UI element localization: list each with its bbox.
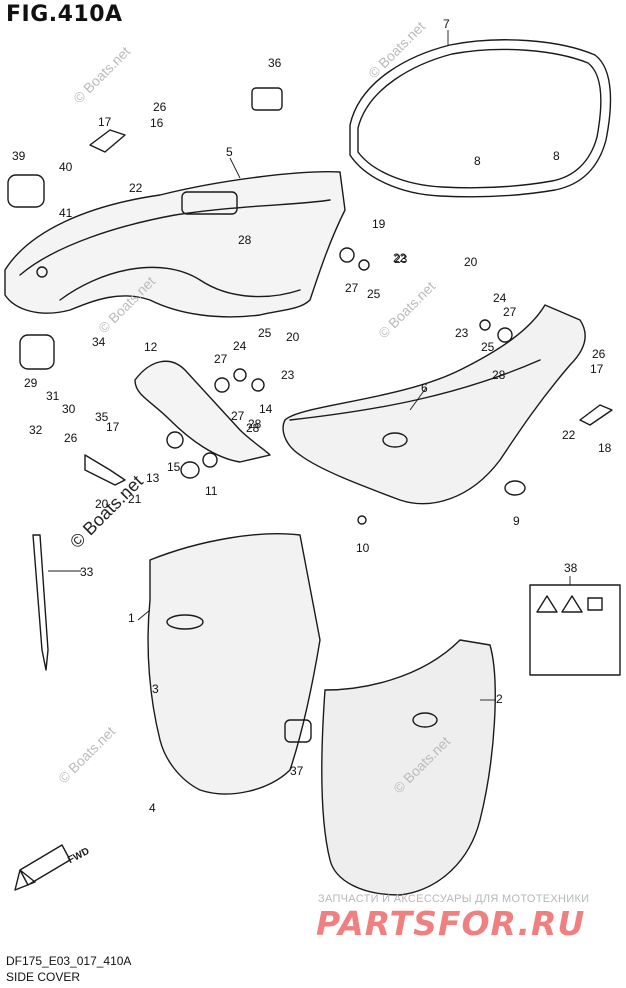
part-callout-23: 23 xyxy=(394,252,408,266)
part-callout-17: 17 xyxy=(98,115,112,129)
part-callout-29: 29 xyxy=(24,376,38,390)
part-callout-2: 2 xyxy=(496,692,503,706)
part-callout-37: 37 xyxy=(290,764,304,778)
part-callout-19: 19 xyxy=(372,217,386,231)
warning-label-part xyxy=(529,584,621,676)
part-callout-23: 23 xyxy=(281,368,295,382)
part-callout-17: 17 xyxy=(590,362,604,376)
part-callout-26: 26 xyxy=(592,347,606,361)
brand-tagline: ЗАПЧАСТИ И АКСЕССУАРЫ ДЛЯ МОТОТЕХНИКИ xyxy=(318,893,590,905)
lower-bracket-part xyxy=(134,360,271,463)
brand-name: PARTSFOR.RU xyxy=(316,904,586,943)
part-callout-5: 5 xyxy=(226,145,233,159)
part-callout-41: 41 xyxy=(59,206,73,220)
part-callout-10: 10 xyxy=(356,541,370,555)
part-callout-24: 24 xyxy=(233,339,247,353)
part-callout-27: 27 xyxy=(503,305,517,319)
part-callout-27: 27 xyxy=(231,409,245,423)
part-callout-38: 38 xyxy=(564,561,578,575)
part-callout-27: 27 xyxy=(345,281,359,295)
part-callout-20: 20 xyxy=(286,330,300,344)
part-callout-17: 17 xyxy=(106,420,120,434)
figure-code: DF175_E03_017_410A xyxy=(6,954,132,968)
part-callout-26: 26 xyxy=(153,100,167,114)
part-callout-1: 1 xyxy=(128,611,135,625)
part-callout-27: 27 xyxy=(214,352,228,366)
part-callout-12: 12 xyxy=(144,340,158,354)
part-callout-34: 34 xyxy=(92,335,106,349)
part-callout-11: 11 xyxy=(205,484,218,498)
part-callout-3: 3 xyxy=(152,682,159,696)
part-callout-22: 22 xyxy=(393,251,407,265)
part-callout-30: 30 xyxy=(62,402,76,416)
part-callout-8: 8 xyxy=(553,149,560,163)
part-callout-25: 25 xyxy=(481,340,495,354)
part-callout-6: 6 xyxy=(421,381,428,395)
part-callout-7: 7 xyxy=(443,17,450,31)
rear-upper-cover-part xyxy=(4,171,346,318)
part-callout-28: 28 xyxy=(248,417,262,431)
part-callout-4: 4 xyxy=(149,801,156,815)
part-callout-33: 33 xyxy=(80,565,94,579)
cable-tie-part xyxy=(32,534,49,671)
part-callout-24: 24 xyxy=(493,291,507,305)
part-callout-25: 25 xyxy=(258,326,272,340)
part-callout-26: 26 xyxy=(64,431,78,445)
part-callout-18: 18 xyxy=(598,441,612,455)
part-callout-21: 21 xyxy=(128,492,142,506)
side-cover-panel-part xyxy=(282,304,586,505)
part-callout-8: 8 xyxy=(474,154,481,168)
part-callout-13: 13 xyxy=(146,471,160,485)
part-callout-23: 23 xyxy=(455,326,469,340)
seal-gasket-part xyxy=(349,39,612,198)
part-callout-25: 25 xyxy=(367,287,381,301)
part-callout-20: 20 xyxy=(464,255,478,269)
part-callout-20: 20 xyxy=(95,497,109,511)
part-callout-9: 9 xyxy=(513,514,520,528)
part-callout-28: 28 xyxy=(492,368,506,382)
part-callout-22: 22 xyxy=(562,428,576,442)
part-callout-28: 28 xyxy=(246,421,260,435)
fwd-label: FWD xyxy=(66,846,91,866)
part-callout-28: 28 xyxy=(238,233,252,247)
figure-title: FIG.410A xyxy=(6,2,123,27)
part-callout-31: 31 xyxy=(46,389,60,403)
part-callout-40: 40 xyxy=(59,160,73,174)
part-callout-32: 32 xyxy=(29,423,43,437)
right-lower-cover-part xyxy=(321,639,496,896)
part-callout-16: 16 xyxy=(150,116,164,130)
part-callout-22: 22 xyxy=(129,181,143,195)
figure-caption: SIDE COVER xyxy=(6,970,81,984)
part-callout-15: 15 xyxy=(167,460,181,474)
part-callout-14: 14 xyxy=(259,402,273,416)
left-lower-cover-part xyxy=(147,533,321,795)
part-callout-39: 39 xyxy=(12,149,26,163)
fwd-arrow-shape xyxy=(14,844,71,891)
part-callout-35: 35 xyxy=(95,410,109,424)
part-callout-36: 36 xyxy=(268,56,282,70)
